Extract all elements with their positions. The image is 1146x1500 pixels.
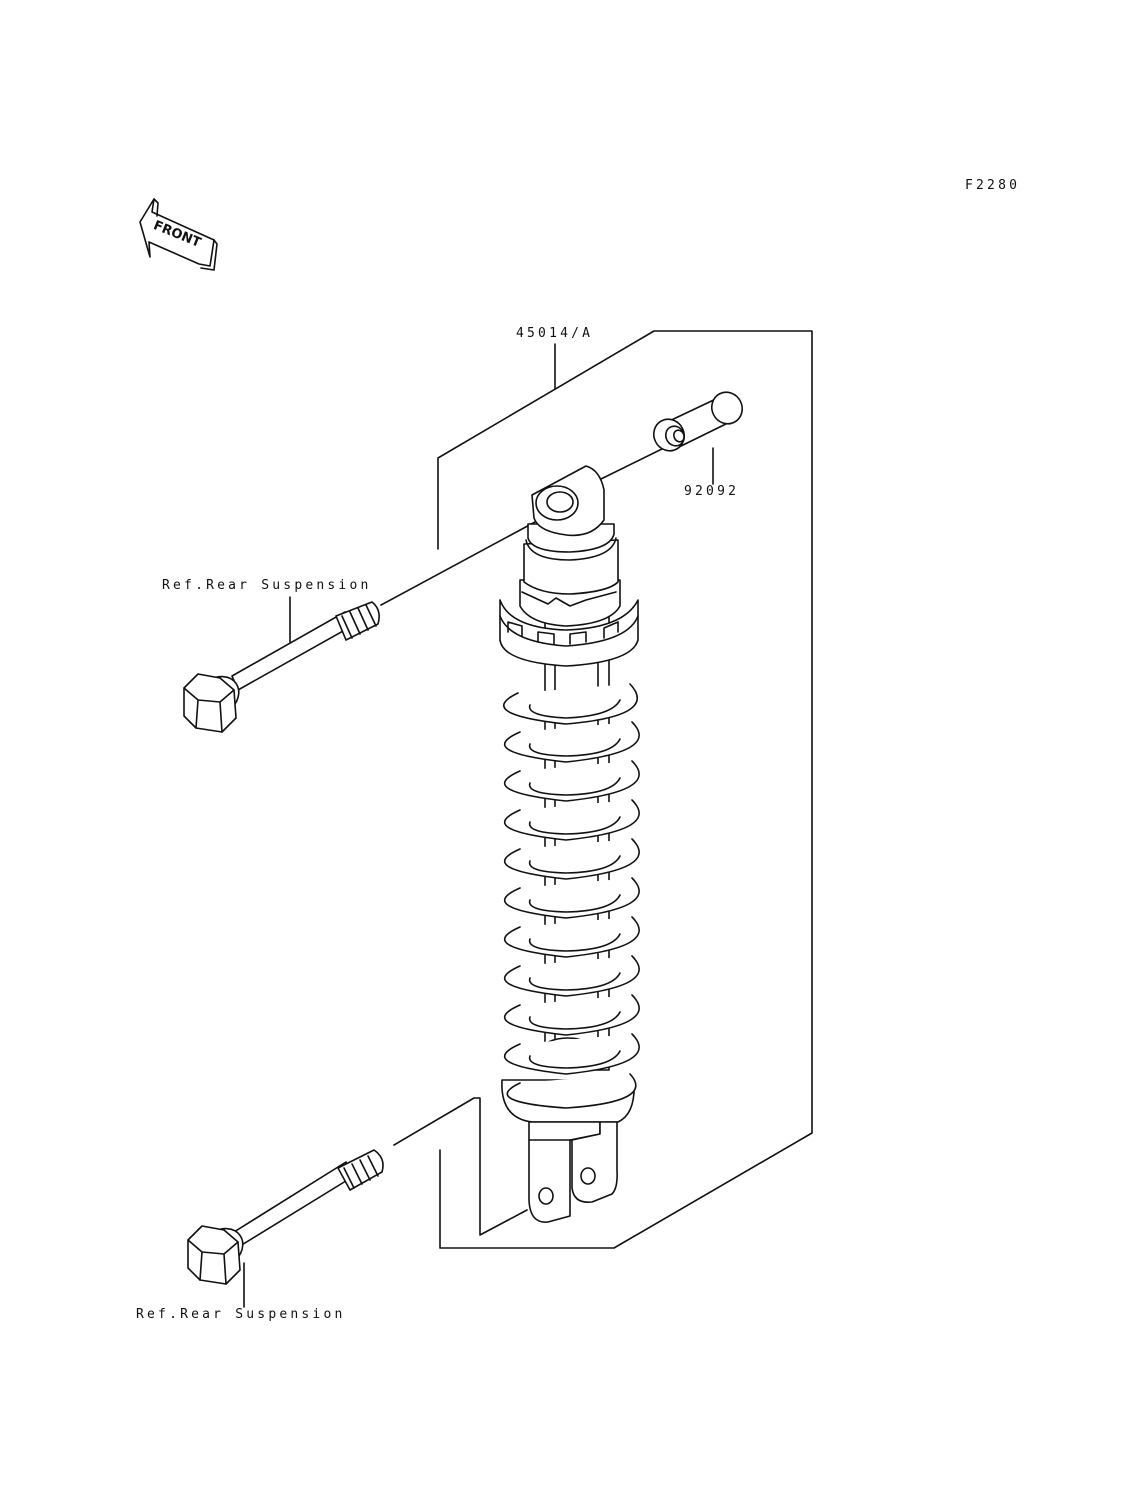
reference-rear-suspension-lower[interactable]: Ref.Rear Suspension [136, 1307, 346, 1322]
bolt-lower [187, 1149, 384, 1285]
leader-lines [243, 445, 714, 1308]
part-number-92092[interactable]: 92092 [684, 484, 740, 499]
front-arrow-icon: FRONT [139, 198, 218, 271]
assembly-bracket [437, 330, 813, 1249]
bolt-upper [183, 601, 380, 733]
reference-rear-suspension-upper[interactable]: Ref.Rear Suspension [162, 578, 372, 593]
shock-absorber [499, 465, 640, 1223]
part-number-45014a[interactable]: 45014/A [516, 326, 594, 341]
collar-92092 [652, 391, 744, 452]
diagram-code: F2280 [965, 178, 1021, 193]
